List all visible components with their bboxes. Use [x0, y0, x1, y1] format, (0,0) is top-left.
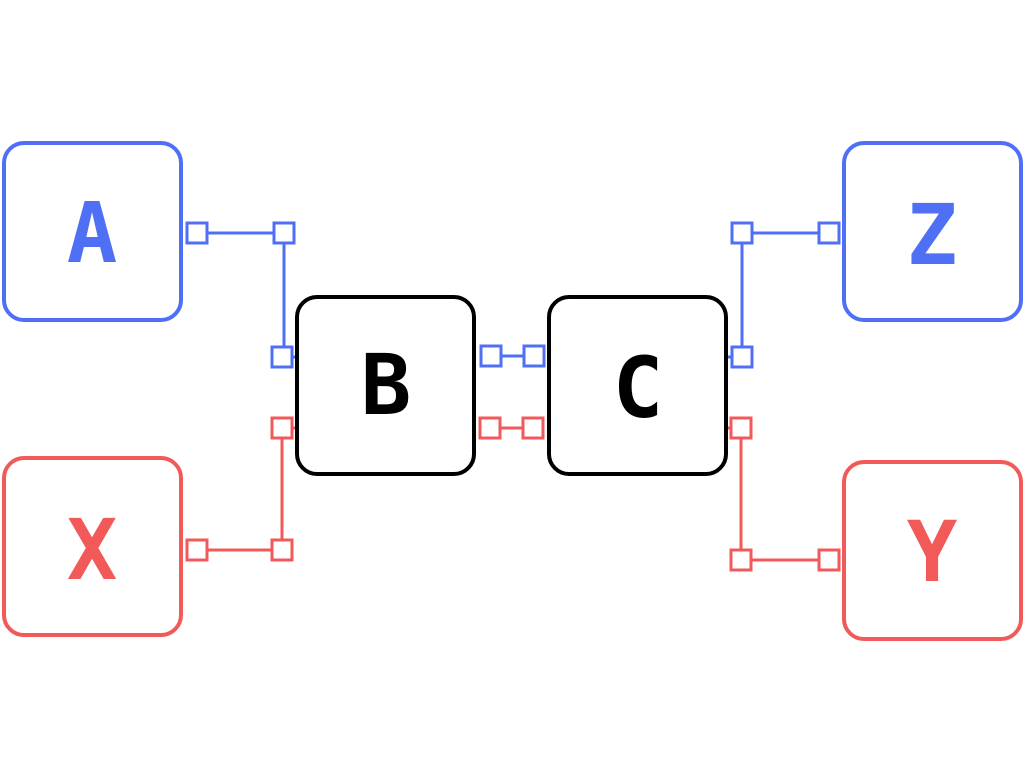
node-a[interactable]: A	[2, 141, 183, 322]
node-c-label: C	[613, 339, 664, 437]
edge-c-to-y	[727, 416, 841, 572]
port-c-in-red	[521, 416, 545, 440]
joint-a-b-top	[272, 221, 296, 245]
edge-b-to-c-blue	[479, 344, 546, 368]
port-a-out	[185, 221, 209, 245]
edge-x-to-b	[185, 416, 296, 562]
node-y-box	[842, 460, 1023, 641]
edge-x-to-b-line	[207, 426, 296, 552]
node-x-box	[2, 456, 183, 637]
port-c-in-blue	[522, 344, 546, 368]
node-z[interactable]: Z	[842, 141, 1023, 322]
edge-b-to-c-red	[478, 416, 545, 440]
port-b-out-blue	[479, 344, 503, 368]
port-b-out-red	[478, 416, 502, 440]
node-z-label: Z	[907, 186, 958, 284]
node-b[interactable]: B	[295, 295, 476, 476]
joint-x-b-bottom	[270, 538, 294, 562]
port-c-out-blue	[730, 345, 754, 369]
port-z-in	[817, 221, 841, 245]
joint-c-z-top	[730, 221, 754, 245]
node-c[interactable]: C	[547, 295, 728, 476]
joint-c-y-bottom	[729, 548, 753, 572]
node-y[interactable]: Y	[842, 460, 1023, 641]
node-y-label: Y	[907, 503, 958, 601]
port-b-in-red	[270, 416, 294, 440]
node-c-box	[547, 295, 728, 476]
edge-c-to-y-line	[727, 426, 819, 562]
node-z-box	[842, 141, 1023, 322]
node-a-label: A	[67, 184, 118, 282]
node-x-label: X	[67, 501, 118, 599]
port-b-in-blue	[270, 345, 294, 369]
edge-a-to-b	[185, 221, 296, 369]
node-b-label: B	[361, 336, 412, 434]
port-x-out	[185, 538, 209, 562]
node-a-box	[2, 141, 183, 322]
node-x[interactable]: X	[2, 456, 183, 637]
edge-a-to-b-line	[207, 231, 296, 359]
edge-c-to-z	[727, 221, 841, 369]
edge-c-to-z-line	[727, 231, 819, 359]
port-y-in	[817, 548, 841, 572]
port-c-out-red	[729, 416, 753, 440]
node-b-box	[295, 295, 476, 476]
